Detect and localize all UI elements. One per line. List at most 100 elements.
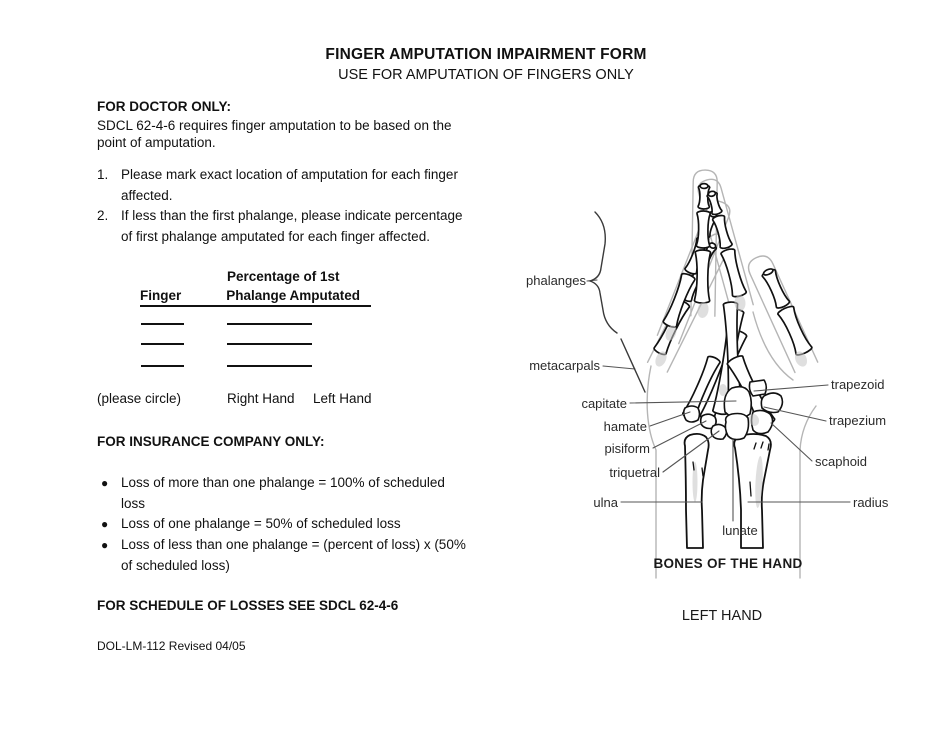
- middle-phalanges-bone: [693, 249, 712, 304]
- percentage-header-line1: Percentage of 1st: [227, 269, 340, 284]
- bone-texture-mark: [692, 461, 695, 471]
- doctor-only-heading: FOR DOCTOR ONLY:: [97, 99, 232, 114]
- intro-line: point of amputation.: [97, 135, 216, 150]
- finger-column-header: Finger: [140, 288, 182, 303]
- bone-shading: [748, 414, 760, 426]
- trapezoid-bone: [748, 379, 768, 397]
- trapezium-bone: [760, 392, 784, 414]
- leader-hamate: [649, 411, 691, 427]
- label-ulna: ulna: [593, 495, 618, 510]
- bullet-text: Loss of more than one phalange = 100% of…: [121, 473, 497, 514]
- instruction-line: If less than the first phalange, please …: [121, 208, 463, 223]
- bullet-item: ● Loss of less than one phalange = (perc…: [97, 535, 497, 576]
- bullet-icon: ●: [101, 517, 109, 531]
- leader-pisiform: [652, 420, 707, 449]
- label-triquetral: triquetral: [609, 465, 660, 480]
- label-pisiform: pisiform: [604, 441, 650, 456]
- bullet-item: ● Loss of one phalange = 50% of schedule…: [97, 514, 497, 535]
- bone-texture-mark: [749, 481, 752, 497]
- finger-blank-line: [141, 323, 184, 325]
- instruction-item-1: 1. Please mark exact location of amputat…: [97, 165, 501, 206]
- right-hand-option: Right Hand: [227, 391, 295, 406]
- thumb-phalanges-bone: [761, 268, 791, 309]
- label-capitate: capitate: [581, 396, 627, 411]
- diagram-caption: BONES OF THE HAND: [653, 556, 803, 571]
- bullet-text: Loss of one phalange = 50% of scheduled …: [121, 514, 497, 535]
- form-header: FINGER AMPUTATION IMPAIRMENT FORM USE FO…: [22, 46, 950, 83]
- label-scaphoid: scaphoid: [815, 454, 868, 469]
- instruction-line: affected.: [121, 187, 173, 203]
- bone-shading: [719, 384, 727, 396]
- fingertip-icon: [762, 268, 774, 276]
- leader-scaphoid: [770, 422, 813, 462]
- leader-capitate: [629, 400, 737, 404]
- bone-texture-mark: [760, 441, 764, 449]
- list-number: 1.: [97, 167, 109, 182]
- bullet-text: Loss of less than one phalange = (percen…: [121, 535, 497, 576]
- bullet-line: Loss of less than one phalange = (percen…: [121, 537, 466, 552]
- ring-phalanges-bone: [662, 272, 696, 329]
- bullet-icon: ●: [101, 476, 109, 490]
- middle-phalanges-bone: [697, 184, 711, 210]
- left-hand-option: Left Hand: [313, 391, 372, 406]
- form-body: FOR DOCTOR ONLY: SDCL 62-4-6 requires fi…: [97, 98, 517, 658]
- page-title: FINGER AMPUTATION IMPAIRMENT FORM: [325, 46, 647, 63]
- thumb-web-silhouette: [752, 311, 794, 381]
- fingertip-icon: [699, 182, 709, 190]
- page-subtitle: USE FOR AMPUTATION OF FINGERS ONLY: [338, 67, 634, 83]
- label-radius: radius: [853, 495, 889, 510]
- finger-silhouette: [690, 169, 718, 317]
- bone-shading: [697, 302, 709, 318]
- triquetral-bone: [710, 423, 728, 440]
- percentage-blank-line: [227, 343, 312, 345]
- finger-blank-line: [141, 343, 184, 345]
- bone-shading: [794, 351, 808, 367]
- percentage-blank-line: [227, 323, 312, 325]
- leader-trapezium: [763, 406, 827, 422]
- finger-silhouette: [697, 178, 754, 312]
- bone-texture-mark: [767, 443, 770, 451]
- hand-side-caption: LEFT HAND: [681, 608, 763, 624]
- leader-trapezoid: [753, 384, 829, 392]
- insurance-only-heading: FOR INSURANCE COMPANY ONLY:: [97, 434, 325, 449]
- bone-texture-mark: [701, 467, 704, 477]
- index-phalanges-bone: [711, 214, 733, 250]
- circle-prompt: (please circle): [97, 391, 182, 406]
- bullet-line: of scheduled loss): [121, 557, 230, 573]
- instruction-text: If less than the first phalange, please …: [121, 206, 501, 247]
- index-phalanges-bone: [706, 191, 723, 216]
- instruction-line: of first phalange amputated for each fin…: [121, 228, 430, 244]
- fingertip-icon: [707, 190, 717, 198]
- bullet-line: Loss of one phalange = 50% of scheduled …: [121, 516, 401, 531]
- bone-shading: [692, 462, 698, 502]
- palm-silhouette: [799, 405, 817, 579]
- bone-shading: [734, 295, 746, 311]
- label-hamate: hamate: [603, 419, 647, 434]
- bullet-icon: ●: [101, 538, 109, 552]
- list-number: 2.: [97, 208, 109, 223]
- leader-metacarpals: [602, 365, 636, 370]
- label-trapezoid: trapezoid: [831, 377, 885, 392]
- percentage-column-header: Phalange Amputated: [226, 288, 361, 303]
- finger-silhouette: [747, 255, 819, 374]
- lunate-bone: [724, 412, 750, 441]
- bullet-item: ● Loss of more than one phalange = 100% …: [97, 473, 497, 514]
- thumb-phalanges-bone: [777, 305, 813, 356]
- bullet-line: Loss of more than one phalange = 100% of…: [121, 475, 445, 490]
- index-phalanges: [706, 190, 748, 298]
- hand-bones-illustration: [586, 169, 851, 579]
- form-number: DOL-LM-112 Revised 04/05: [97, 639, 246, 653]
- bullet-line: loss: [121, 495, 146, 511]
- label-trapezium: trapezium: [829, 413, 887, 428]
- hamate-bone: [682, 405, 701, 423]
- metacarpals-bracket: [620, 338, 646, 393]
- percentage-blank-line: [227, 365, 312, 367]
- leader-triquetral: [662, 430, 720, 473]
- schedule-note: FOR SCHEDULE OF LOSSES SEE SDCL 62-4-6: [97, 598, 399, 613]
- bone-texture-mark: [753, 442, 757, 450]
- bone-shading: [655, 351, 667, 367]
- middle-phalanges-bone: [695, 210, 712, 249]
- table-header-row: Finger Phalange Amputated: [140, 288, 371, 307]
- bone-shading: [665, 325, 677, 341]
- doctor-intro: SDCL 62-4-6 requires finger amputation t…: [97, 117, 451, 151]
